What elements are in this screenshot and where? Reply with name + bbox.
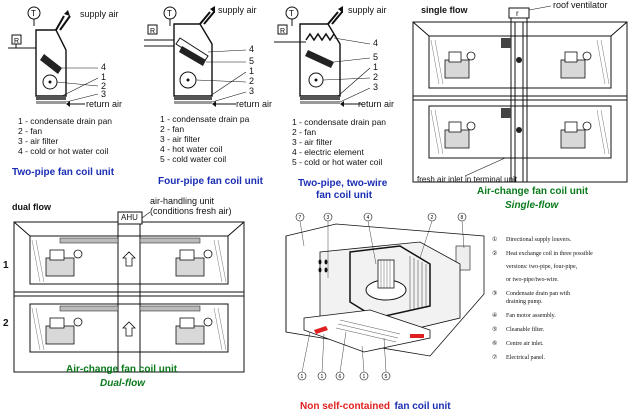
return-air-label: return air xyxy=(86,99,123,109)
svg-text:2: 2 xyxy=(431,215,434,221)
svg-text:R: R xyxy=(280,28,285,35)
dual-flow-title: dual flow xyxy=(12,202,51,212)
callout-2: 2 xyxy=(373,72,379,82)
dual-flow-caption-1: Air-change fan coil unit xyxy=(66,364,178,375)
legend-item: 4 - cold or hot water coil xyxy=(18,146,109,156)
thermostat-label: T xyxy=(31,9,36,18)
supply-air-label: supply air xyxy=(218,5,257,15)
two-wire-caption-2: fan coil unit xyxy=(316,190,373,201)
svg-text:1: 1 xyxy=(321,374,324,380)
dual-flow-caption-2: Dual-flow xyxy=(100,378,145,389)
legend-item: 3 - air filter xyxy=(18,136,59,146)
two-pipe-legend: 1 - condensate drain pan 2 - fan 3 - air… xyxy=(18,116,112,156)
svg-text:T: T xyxy=(167,9,172,18)
legend-item: 4 - electric element xyxy=(292,147,364,157)
return-air-label: return air xyxy=(358,99,395,109)
supply-air-label: supply air xyxy=(80,9,119,19)
return-air-label: return air xyxy=(236,99,273,109)
r-label: r xyxy=(516,9,519,18)
legend-item: 1 - condensate drain pan xyxy=(292,117,387,127)
svg-text:5: 5 xyxy=(385,374,388,380)
ahu-label: AHU xyxy=(121,213,138,222)
ahu-desc-1: air-handling unit xyxy=(150,196,215,206)
legend-row: versions: two-pipe, four-pipe, xyxy=(506,264,578,270)
legend-item: 3 - air filter xyxy=(160,134,201,144)
non-self-contained-caption: Non self-contained fan coil unit xyxy=(300,396,451,414)
legend-item: 2 - fan xyxy=(292,127,317,137)
dual-flow-drawing xyxy=(13,211,245,373)
callout-4: 4 xyxy=(101,62,107,72)
legend-item: 1 - condensate drain pa xyxy=(160,114,250,124)
svg-text:7: 7 xyxy=(299,215,302,221)
single-flow-caption-1: Air-change fan coil unit xyxy=(477,186,589,197)
legend-row: or two-pipe/two-wire. xyxy=(506,277,559,283)
ahu-desc-2: (conditions fresh air) xyxy=(150,206,232,216)
two-pipe-drawing: T R xyxy=(8,6,99,107)
supply-air-label: supply air xyxy=(348,5,387,15)
single-flow-title: single flow xyxy=(421,5,468,15)
caption-red-part: Non self-contained xyxy=(300,401,391,412)
callout-3: 3 xyxy=(101,89,107,99)
callout-3: 3 xyxy=(249,86,255,96)
legend-item: 4 - hot water coil xyxy=(160,144,223,154)
two-pipe-diagram: T R supply air return air 4 1 2 3 1 - co… xyxy=(0,0,150,185)
single-flow-drawing xyxy=(412,5,628,183)
legend-item: 3 - air filter xyxy=(292,137,333,147)
svg-text:6: 6 xyxy=(339,374,342,380)
callout-3: 3 xyxy=(373,82,379,92)
four-pipe-diagram: T R supply air return air 4 5 1 2 3 1 - … xyxy=(140,0,280,190)
caption-blue-part: fan coil unit xyxy=(394,401,451,412)
single-flow-caption-2: Single-flow xyxy=(505,200,559,211)
svg-text:4: 4 xyxy=(367,215,370,221)
svg-text:R: R xyxy=(150,28,155,35)
svg-text:1: 1 xyxy=(301,374,304,380)
legend-item: 5 - cold or hot water coil xyxy=(292,157,383,167)
svg-text:1: 1 xyxy=(363,374,366,380)
svg-text:R: R xyxy=(14,38,19,45)
legend-item: 1 - condensate drain pan xyxy=(18,116,113,126)
callout-4: 4 xyxy=(249,44,255,54)
legend-item: 2 - fan xyxy=(18,126,43,136)
cassette-unit-drawing: 7 3 4 2 8 1 1 6 1 5 xyxy=(285,212,485,381)
callout-4: 4 xyxy=(373,38,379,48)
callout-5: 5 xyxy=(249,56,255,66)
two-wire-drawing: T R xyxy=(274,6,371,107)
callout-1: 1 xyxy=(249,66,255,76)
legend-item: 5 - cold water coil xyxy=(160,154,227,164)
two-wire-legend: 1 - condensate drain pan 2 - fan 3 - air… xyxy=(292,117,386,167)
floor-2-label: 2 xyxy=(3,318,9,329)
roof-ventilator-label: roof ventilator xyxy=(553,0,608,10)
floor-1-label: 1 xyxy=(3,260,9,271)
svg-text:T: T xyxy=(289,9,294,18)
fresh-air-inlet-label: fresh air inlet in terminal unit xyxy=(417,175,518,184)
four-pipe-drawing: T R xyxy=(144,6,247,107)
callout-1: 1 xyxy=(373,62,379,72)
callout-1: 1 xyxy=(101,72,107,82)
callout-2: 2 xyxy=(101,81,107,91)
legend-row: draining pump. xyxy=(506,299,543,305)
dual-flow-diagram: dual flow AHU air-handling unit (conditi… xyxy=(0,196,270,417)
svg-text:8: 8 xyxy=(461,215,464,221)
two-pipe-caption: Two-pipe fan coil unit xyxy=(12,167,115,178)
two-wire-diagram: T R supply air return air 4 5 1 2 3 1 - … xyxy=(272,0,402,201)
callout-2: 2 xyxy=(249,76,255,86)
four-pipe-caption: Four-pipe fan coil unit xyxy=(158,176,263,187)
svg-text:3: 3 xyxy=(327,215,330,221)
four-pipe-legend: 1 - condensate drain pa 2 - fan 3 - air … xyxy=(160,114,249,164)
legend-item: 2 - fan xyxy=(160,124,185,134)
callout-5: 5 xyxy=(373,52,379,62)
two-wire-caption-1: Two-pipe, two-wire xyxy=(298,178,388,189)
single-flow-diagram: single flow roof ventilator r fresh air … xyxy=(405,0,640,215)
